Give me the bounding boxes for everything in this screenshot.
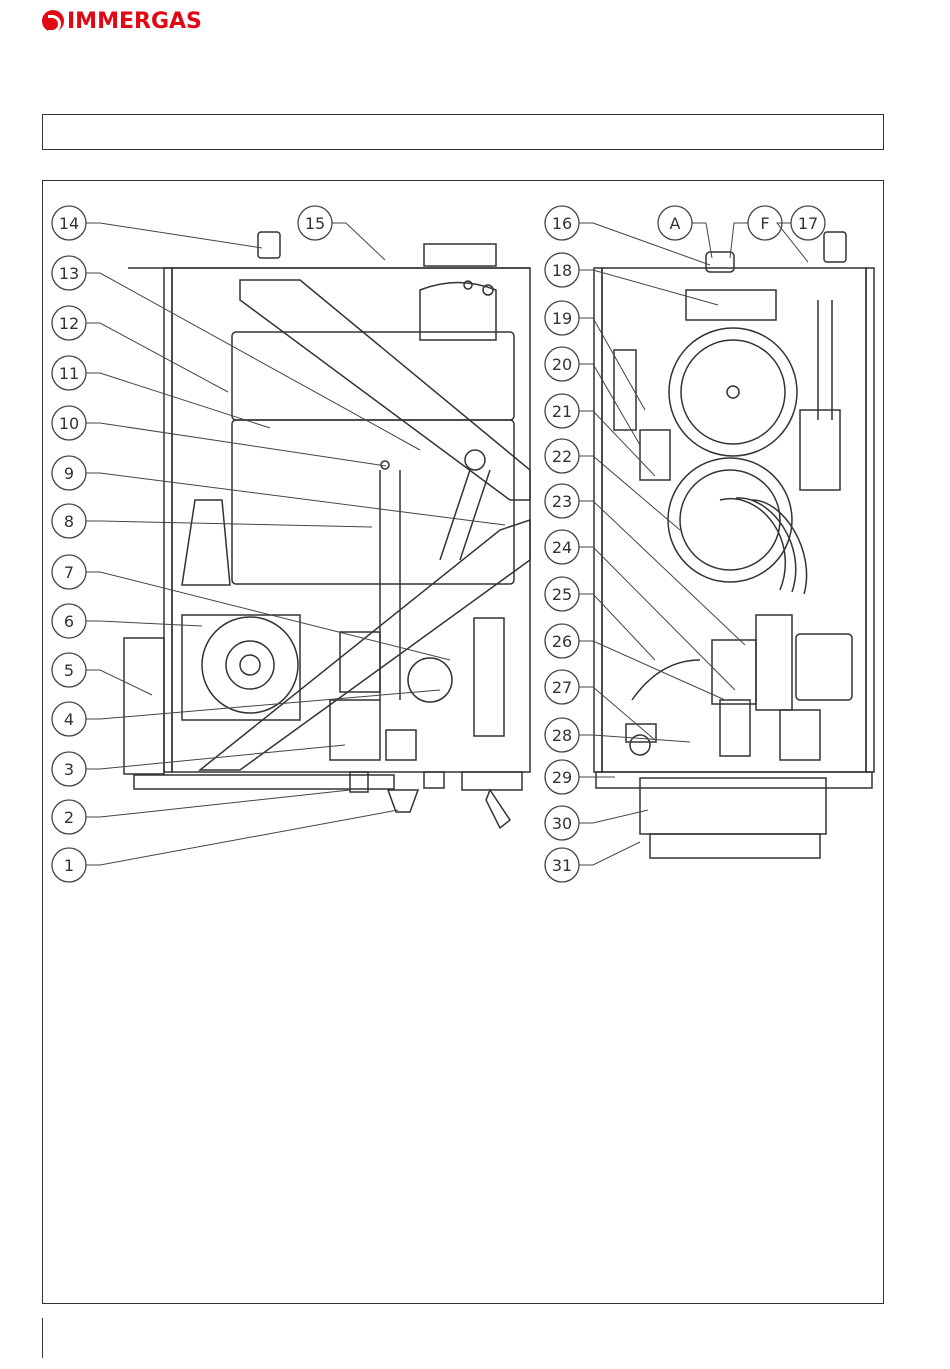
callout-leader bbox=[579, 411, 655, 476]
callout-number: 30 bbox=[552, 814, 572, 833]
callout-top-0: 15 bbox=[298, 206, 385, 260]
callout-leader bbox=[579, 842, 640, 865]
callout-leader bbox=[579, 594, 655, 660]
callout-number: 31 bbox=[552, 856, 572, 875]
callout-leader bbox=[86, 670, 152, 695]
callout-number: 9 bbox=[64, 464, 74, 483]
callout-leader bbox=[86, 323, 228, 392]
callout-left-1: 13 bbox=[52, 256, 420, 450]
callout-number: 21 bbox=[552, 402, 572, 421]
callout-number: 7 bbox=[64, 563, 74, 582]
callout-leader bbox=[86, 621, 202, 626]
callout-right-12: 29 bbox=[545, 760, 615, 794]
callout-number: 26 bbox=[552, 632, 572, 651]
callout-number: 11 bbox=[59, 364, 79, 383]
callout-right-6: 23 bbox=[545, 484, 745, 645]
callout-number: 17 bbox=[798, 214, 818, 233]
callout-left-8: 6 bbox=[52, 604, 202, 638]
callout-top-3: 17 bbox=[777, 206, 825, 262]
boiler-left-view bbox=[124, 232, 530, 828]
callout-number: 29 bbox=[552, 768, 572, 787]
callout-number: 23 bbox=[552, 492, 572, 511]
boiler-right-view bbox=[594, 232, 874, 858]
callout-leader bbox=[579, 810, 648, 823]
callout-number: 4 bbox=[64, 710, 74, 729]
callout-leader bbox=[332, 223, 385, 260]
callout-number: 6 bbox=[64, 612, 74, 631]
callout-leader bbox=[86, 273, 420, 450]
callout-left-0: 14 bbox=[52, 206, 262, 248]
callout-number: 1 bbox=[64, 856, 74, 875]
callout-number: F bbox=[760, 214, 769, 233]
callout-labels: 1413121110987654321161819202122232425262… bbox=[52, 206, 825, 882]
callout-left-7: 7 bbox=[52, 555, 450, 660]
callout-left-9: 5 bbox=[52, 653, 152, 695]
callout-number: 13 bbox=[59, 264, 79, 283]
callout-number: A bbox=[670, 214, 681, 233]
callout-right-14: 31 bbox=[545, 842, 640, 882]
callout-number: 18 bbox=[552, 261, 572, 280]
callout-number: 20 bbox=[552, 355, 572, 374]
callout-right-13: 30 bbox=[545, 806, 648, 840]
callout-number: 14 bbox=[59, 214, 79, 233]
callout-left-13: 1 bbox=[52, 810, 398, 882]
callout-number: 22 bbox=[552, 447, 572, 466]
callout-number: 19 bbox=[552, 309, 572, 328]
callout-leader bbox=[86, 690, 440, 719]
callout-number: 15 bbox=[305, 214, 325, 233]
callout-number: 27 bbox=[552, 678, 572, 697]
callout-left-5: 9 bbox=[52, 456, 505, 525]
callout-right-11: 28 bbox=[545, 718, 690, 752]
callout-top-1: A bbox=[658, 206, 712, 258]
callout-leader bbox=[86, 810, 398, 865]
callout-leader bbox=[86, 572, 450, 660]
callout-leader bbox=[579, 270, 718, 305]
callout-number: 16 bbox=[552, 214, 572, 233]
callout-leader bbox=[579, 687, 655, 740]
callout-number: 5 bbox=[64, 661, 74, 680]
callout-leader bbox=[86, 473, 505, 525]
callout-leader bbox=[86, 790, 350, 817]
callout-leader bbox=[86, 223, 262, 248]
callout-number: 24 bbox=[552, 538, 572, 557]
callout-leader bbox=[86, 521, 372, 527]
callout-right-7: 24 bbox=[545, 530, 735, 690]
callout-left-6: 8 bbox=[52, 504, 372, 538]
callout-leader bbox=[579, 641, 725, 700]
callout-number: 3 bbox=[64, 760, 74, 779]
callout-right-1: 18 bbox=[545, 253, 718, 305]
callout-number: 10 bbox=[59, 414, 79, 433]
callout-number: 12 bbox=[59, 314, 79, 333]
callout-leader bbox=[86, 423, 386, 466]
callout-number: 8 bbox=[64, 512, 74, 531]
callout-number: 2 bbox=[64, 808, 74, 827]
callout-top-2: F bbox=[730, 206, 782, 258]
callout-left-4: 10 bbox=[52, 406, 386, 466]
callout-leader bbox=[579, 364, 640, 445]
callout-number: 28 bbox=[552, 726, 572, 745]
callout-number: 25 bbox=[552, 585, 572, 604]
callout-left-11: 3 bbox=[52, 745, 345, 786]
callout-leader bbox=[579, 501, 745, 645]
